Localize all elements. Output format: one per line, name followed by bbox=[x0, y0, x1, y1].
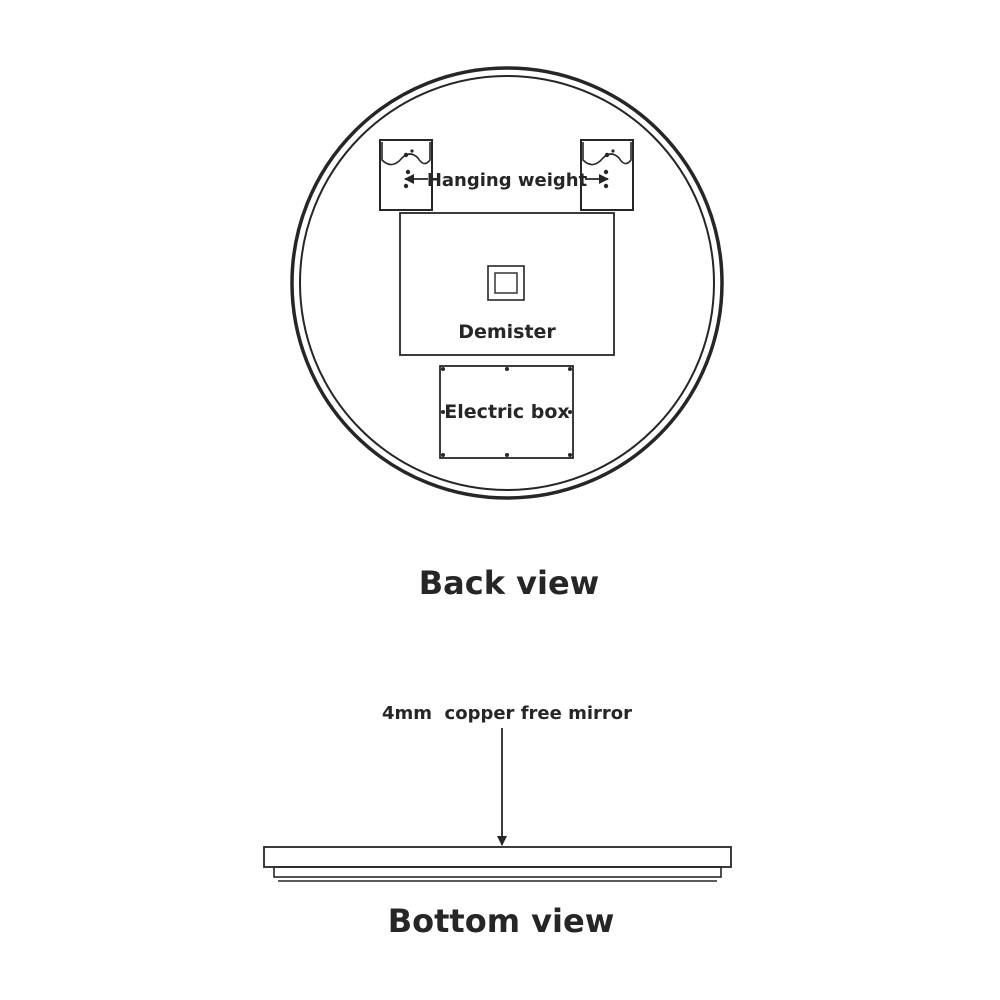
demister-pad bbox=[399, 212, 615, 356]
mirror-thickness-label: 4mm copper free mirror bbox=[382, 703, 632, 724]
back-view: Hanging weight Demister Electric box Bac… bbox=[290, 66, 724, 602]
demister-label: Demister bbox=[458, 321, 556, 343]
mirror-outer-ring bbox=[290, 66, 724, 500]
bottom-view: 4mm copper free mirror Bottom view bbox=[263, 703, 732, 940]
mirror-inner-ring bbox=[299, 75, 715, 491]
back-view-title: Back view bbox=[419, 564, 599, 602]
hanging-weight-right bbox=[580, 139, 634, 211]
hanging-weight-label: Hanging weight bbox=[427, 170, 588, 191]
demister-connector-inner bbox=[494, 272, 518, 294]
electric-box-label: Electric box bbox=[444, 401, 569, 423]
mirror-profile-top bbox=[263, 846, 732, 868]
electric-box bbox=[439, 365, 574, 459]
demister-connector-outer bbox=[487, 265, 525, 301]
mirror-profile-mid bbox=[273, 866, 722, 878]
bottom-view-title: Bottom view bbox=[388, 902, 615, 940]
hanging-weight-left bbox=[379, 139, 433, 211]
